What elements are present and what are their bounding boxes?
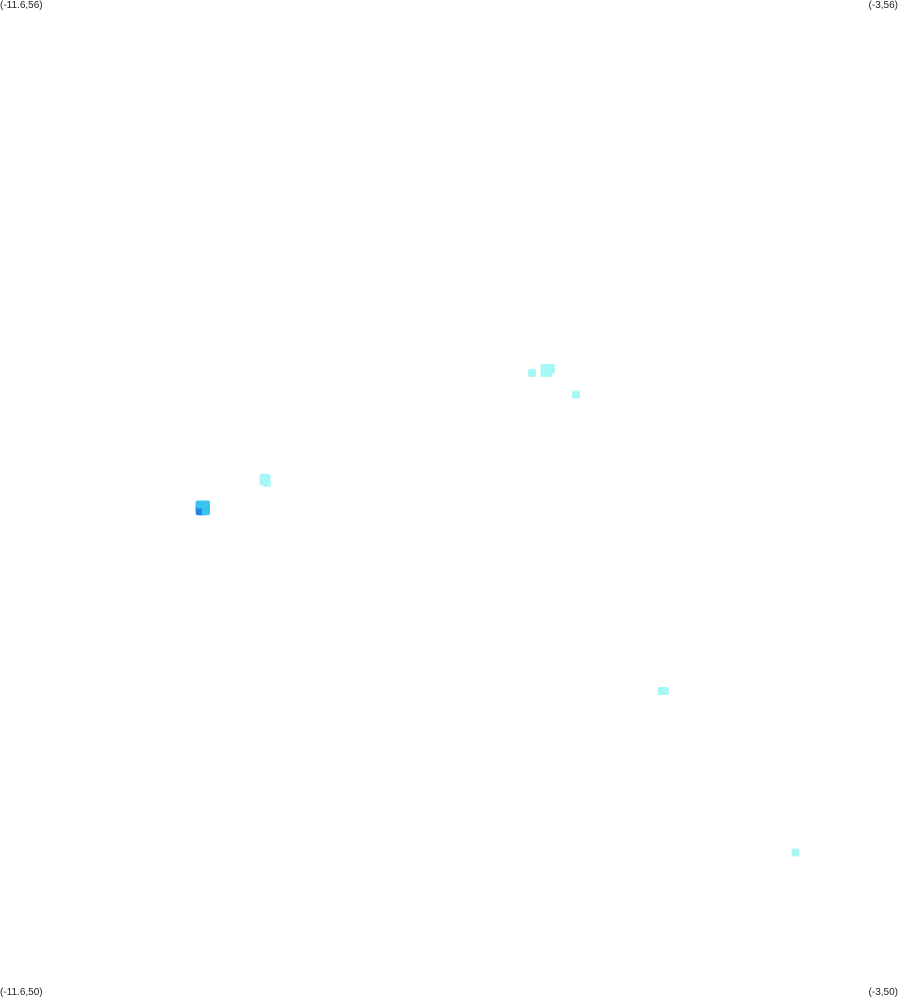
density-cell xyxy=(660,687,669,695)
density-cluster-4 xyxy=(195,500,210,516)
corner-label-bottom-right: (-3,50) xyxy=(868,987,898,998)
density-cluster-2 xyxy=(259,473,271,487)
density-cell xyxy=(572,390,580,399)
density-cell xyxy=(195,500,204,509)
corner-label-top-right: (-3,56) xyxy=(868,0,898,11)
density-cluster-0 xyxy=(528,364,555,377)
density-cluster-5 xyxy=(657,687,669,695)
density-cell xyxy=(201,507,210,516)
density-cell xyxy=(543,369,552,377)
density-cell xyxy=(528,369,537,377)
corner-label-top-left: (-11.6,56) xyxy=(0,0,43,11)
density-cluster-1 xyxy=(572,390,580,399)
density-cluster-6 xyxy=(791,848,800,857)
density-cell xyxy=(201,500,210,509)
density-cell xyxy=(791,848,800,857)
density-cell xyxy=(195,507,204,516)
density-cell xyxy=(262,478,271,487)
corner-label-bottom-left: (-11.6,50) xyxy=(0,987,43,998)
